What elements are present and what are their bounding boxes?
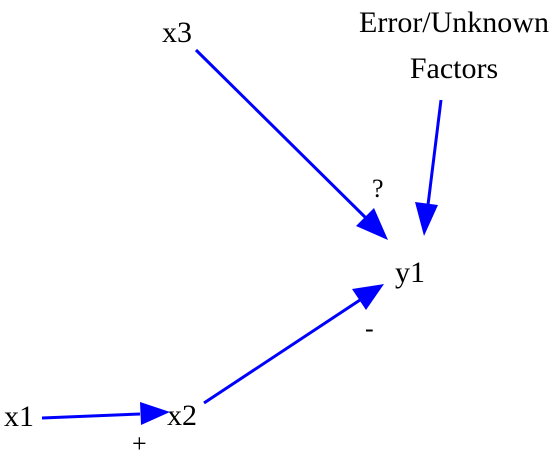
arrow-error-to-y1 <box>415 99 443 236</box>
node-error-line2: Factors <box>410 52 498 85</box>
arrow-error-y1-head <box>415 202 438 236</box>
node-x2: x2 <box>167 399 197 432</box>
arrow-x2-y1-head <box>352 284 384 310</box>
node-x3: x3 <box>162 16 192 49</box>
arrow-x3-to-y1 <box>194 48 388 240</box>
node-error-line1: Error/Unknown <box>359 6 549 39</box>
edge-sign-x1-x2: + <box>132 429 147 458</box>
edge-sign-x3-y1: ? <box>372 174 384 203</box>
arrow-x3-y1-shaft <box>194 48 372 224</box>
arrow-x1-x2-shaft <box>41 412 141 420</box>
node-y1: y1 <box>395 256 425 289</box>
arrow-x1-to-x2 <box>41 402 170 425</box>
arrow-x2-y1-shaft <box>203 298 361 405</box>
edge-sign-x2-y1: - <box>365 314 374 343</box>
node-x1: x1 <box>4 400 34 433</box>
arrow-x1-x2-head <box>140 402 170 425</box>
arrow-x2-to-y1 <box>203 284 384 405</box>
arrow-x3-y1-head <box>356 208 388 240</box>
arrow-error-y1-shaft <box>426 99 443 206</box>
